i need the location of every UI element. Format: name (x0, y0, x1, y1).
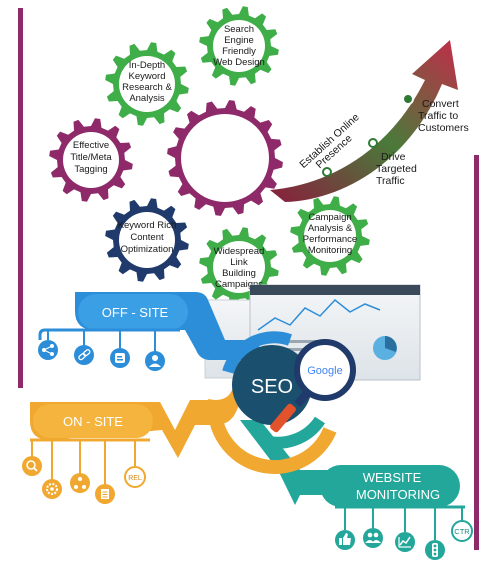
gear-hole (119, 56, 175, 112)
effective-title-gear (49, 118, 133, 202)
drive-line-2: Targeted (376, 163, 417, 175)
growth-arrow (270, 40, 458, 202)
keyword-rich-gear (105, 198, 189, 282)
chart-icon (395, 532, 415, 552)
gear-label-line: Analysis (129, 93, 165, 104)
search-engine-label: Search Engine Friendly Web Design (213, 24, 265, 68)
screenshot-header (250, 285, 420, 295)
gear-label-line: Keyword (129, 71, 166, 82)
seo-ring-teal (260, 416, 326, 449)
gear-hole (213, 241, 265, 293)
gear-hole (119, 212, 175, 268)
seo-ring-orange (207, 399, 337, 474)
gear-label-line: Optimization (121, 244, 174, 255)
document-icon (95, 484, 115, 504)
rel-icon: REL (124, 466, 146, 488)
gear-label-line: Tagging (74, 164, 107, 175)
gear-label-line: Engine (224, 35, 254, 46)
gear-label-line: Web Design (213, 57, 265, 68)
center-gear (167, 100, 283, 216)
gear-label-line: Building (222, 268, 256, 279)
monitoring-pill (320, 465, 460, 507)
off-site-label: OFF - SITE (102, 305, 169, 320)
gear-label-line: Analysis & (308, 223, 353, 234)
campaign-analysis-gear (290, 196, 370, 276)
google-logo: Google (307, 365, 342, 377)
rel-text: REL (128, 475, 142, 482)
gear-label-line: Research & (122, 82, 172, 93)
screenshot-line (257, 298, 381, 331)
drive-line-1: Drive (381, 151, 406, 163)
gear-hole (304, 210, 356, 262)
keyword-research-gear (105, 42, 189, 126)
thumbs-up-icon (335, 530, 355, 550)
off-site-pill (78, 294, 188, 330)
ctr-text: CTR (454, 527, 470, 536)
keyword-rich-label: Keyword Rich Content Optimization (118, 220, 177, 255)
gear-hole (63, 132, 119, 188)
gear-label-line: Effective (73, 140, 109, 151)
convert-line-2: Traffic to (418, 110, 458, 122)
right-divider (474, 155, 479, 550)
gear-label-line: Content (130, 232, 164, 243)
arrow-dot (368, 138, 378, 148)
magnifier-neck (294, 391, 310, 407)
arrow-dot (402, 93, 414, 105)
convert-line-1: Convert (422, 98, 459, 110)
on-site-label: ON - SITE (63, 414, 123, 429)
gear-label-line: Link (230, 257, 248, 268)
arrow-dot (322, 167, 332, 177)
seo-label: SEO (251, 376, 293, 398)
gear-label-line: In-Depth (129, 60, 165, 71)
screenshot-pie-slice (385, 336, 397, 352)
settings-icon (42, 479, 62, 499)
gear-label-line: Performance (303, 234, 357, 245)
keyword-research-label: In-Depth Keyword Research & Analysis (122, 60, 172, 104)
magnifier-icon: Google (270, 339, 356, 433)
ctr-icon: CTR (451, 520, 473, 542)
magnifier-handle (270, 403, 296, 433)
link-building-label: Widespread Link Building Campaigns (214, 246, 265, 290)
campaign-analysis-label: Campaign Analysis & Performance Monitori… (303, 212, 357, 256)
gear-label-line: Friendly (222, 46, 256, 57)
user-icon (145, 351, 165, 371)
traffic-light-icon (425, 540, 445, 560)
users-icon (363, 528, 383, 548)
gear-label-line: Widespread (214, 246, 265, 257)
share-icon (38, 340, 58, 360)
gear-hole (181, 114, 269, 202)
gear-label-line: Title/Meta (70, 152, 112, 163)
drive-line-3: Traffic (376, 175, 405, 187)
gear-label-line: Campaigns (215, 279, 263, 290)
convert-line-3: Customers (418, 122, 469, 134)
seo-ring-blue (222, 331, 292, 374)
effective-title-label: Effective Title/Meta Tagging (70, 140, 112, 175)
monitoring-label-line-1: WEBSITE (363, 470, 422, 485)
gear-label-line: Keyword Rich (118, 220, 177, 231)
sitemap-icon (70, 473, 90, 493)
left-divider (18, 8, 23, 388)
gear-label-line: Monitoring (308, 245, 352, 256)
gear-hole (213, 20, 265, 72)
gear-label-line: Campaign (308, 212, 351, 223)
search-engine-gear (199, 6, 279, 86)
search-icon (22, 456, 42, 476)
monitoring-label-line-2: MONITORING (356, 487, 440, 502)
blogger-icon (110, 348, 130, 368)
link-icon (74, 345, 94, 365)
gear-label-line: Search (224, 24, 254, 35)
off-site-connector (38, 328, 180, 340)
on-site-pill (33, 404, 153, 438)
